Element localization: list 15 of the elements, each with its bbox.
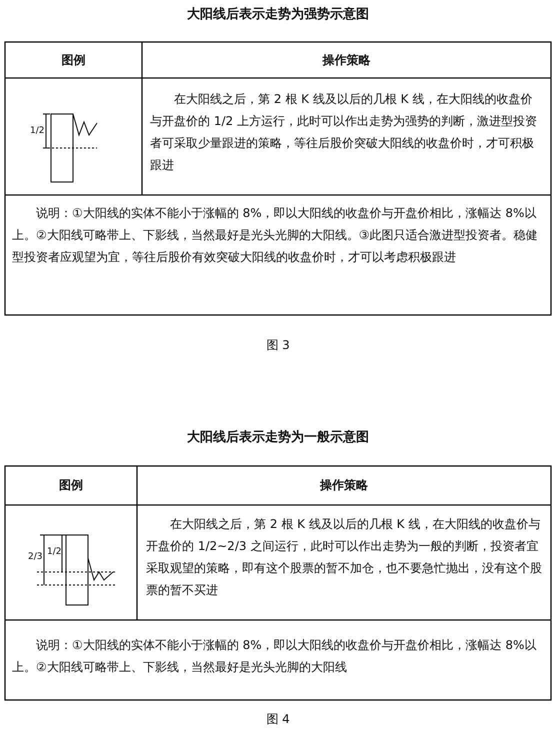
figure-caption: 图 3 <box>266 338 290 352</box>
figure-caption: 图 4 <box>266 712 290 726</box>
fraction-label: 1/2 <box>30 126 44 136</box>
section-heading: 大阳线后表示走势为一般示意图 <box>187 430 369 445</box>
column-header: 图例 <box>59 478 83 492</box>
note-text: 说明：①大阳线的实体不能小于涨幅的 8%，即以大阳线的收盘价与开盘价相比，涨幅达 8%以上。②大阳线可略带上、下影线，当然最好是光头光脚的大阳线。③此图只适合激进型投资者。稳健型投资者应观望为宜，等往后股价有效突破大阳线的收盘价时，才可以考虑积极跟进 <box>12 205 539 266</box>
fraction-label: 2/3 <box>28 552 42 562</box>
section-heading: 大阳线后表示走势为强势示意图 <box>187 7 369 22</box>
strategy-text: 在大阳线之后，第 2 根 K 线及以后的几根 K 线，在大阳线的收盘价与开盘价的 1/2 上方运行，此时可以作出走势为强势的判断，激进型投资者可采取少量跟进的策略，等往后股价突破大阳线的收盘价时，才可积极跟进 <box>150 91 538 174</box>
column-header: 图例 <box>62 53 86 67</box>
column-header: 操作策略 <box>320 478 368 492</box>
fraction-label: 1/2 <box>47 547 62 557</box>
note-text: 说明：①大阳线的实体不能小于涨幅的 8%，即以大阳线的收盘价与开盘价相比，涨幅达 8%以上。②大阳线可略带上、下影线，当然最好是光头光脚的大阳线 <box>12 637 538 676</box>
column-header: 操作策略 <box>322 53 370 67</box>
strategy-text: 在大阳线之后，第 2 根 K 线及以后的几根 K 线，在大阳线的收盘价与开盘价的 1/2~2/3 之间运行，此时可以作出走势为一般的判断，投资者宜采取观望的策略，即有这个股票的暂不加仓，也不要急忙抛出，没有这个股票的暂不买进 <box>146 516 542 599</box>
